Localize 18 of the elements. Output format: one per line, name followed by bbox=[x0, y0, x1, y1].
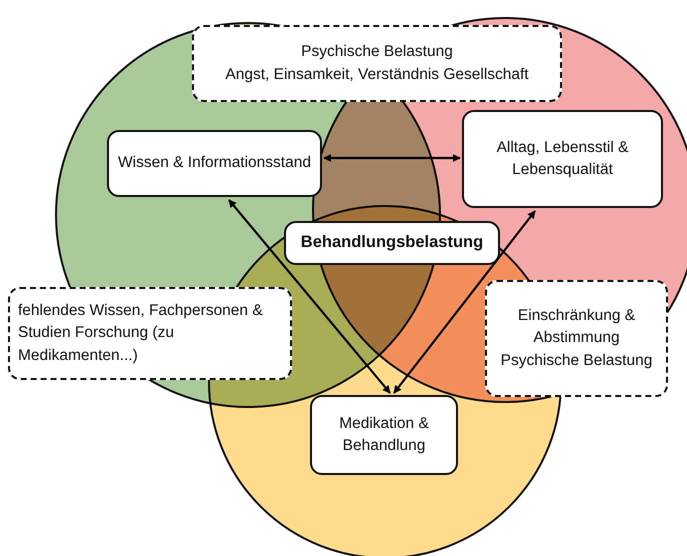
arrow bbox=[228, 199, 391, 394]
process-box bbox=[310, 395, 458, 475]
arrow bbox=[323, 154, 461, 162]
note-box bbox=[192, 25, 562, 102]
node-text: Alltag, Lebensstil & Lebensqualität bbox=[496, 138, 630, 180]
note-box bbox=[8, 287, 292, 380]
node-text: Angst, Einsamkeit, Verständnis Gesellschaft bbox=[225, 64, 529, 84]
arrow bbox=[393, 210, 536, 394]
note-box bbox=[485, 280, 668, 397]
node-text: Medikation & Behandlung bbox=[338, 414, 430, 456]
node-text: fehlendes Wissen, Fachpersonen & Studien Forschung (zu Medikamenten...) bbox=[18, 300, 264, 366]
process-box bbox=[107, 130, 322, 197]
title-box bbox=[284, 221, 500, 265]
node-text: Psychische Belastung bbox=[301, 42, 453, 62]
process-box bbox=[462, 110, 663, 208]
node-text: Behandlungsbelastung bbox=[300, 232, 484, 254]
node-text: Einschränkung & Abstimmung Psychische Belastung bbox=[500, 306, 654, 371]
node-text: Wissen & Informationsstand bbox=[118, 153, 311, 174]
